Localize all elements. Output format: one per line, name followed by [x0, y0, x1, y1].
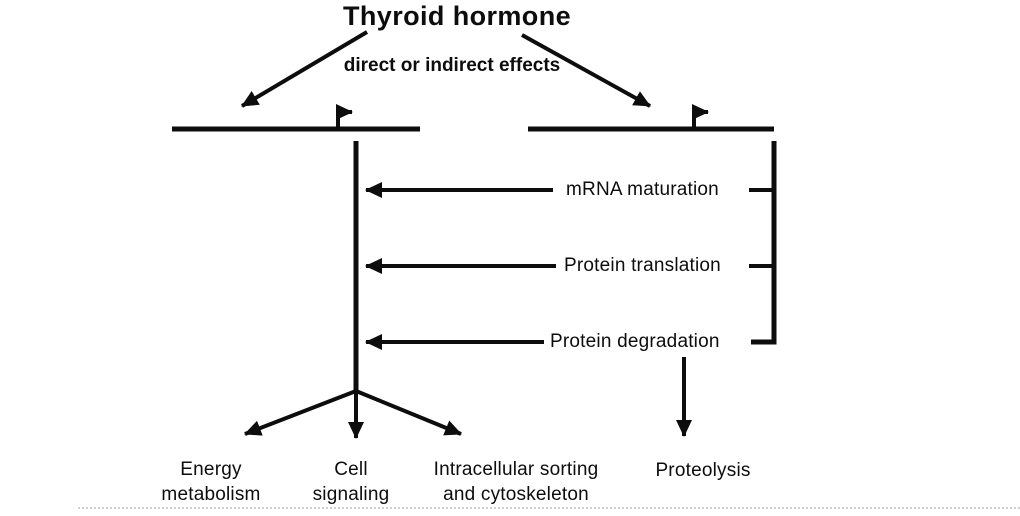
- diagram-subtitle: direct or indirect effects: [343, 55, 561, 76]
- label-proteolysis: Proteolysis: [655, 460, 751, 481]
- label-protein-translation: Protein translation: [564, 255, 721, 276]
- effect-arrow-left: [240, 30, 369, 108]
- label-sorting-line1: Intracellular sorting: [433, 459, 599, 480]
- label-cell-line2: signaling: [312, 484, 390, 505]
- label-protein-degradation: Protein degradation: [550, 331, 720, 352]
- label-intracellular-sorting: Intracellular sorting and cytoskeleton: [405, 457, 627, 507]
- label-energy-metabolism: Energy metabolism: [131, 457, 291, 507]
- promoter-arrow-right-icon: [692, 104, 709, 129]
- scanned-page-edge-line: [78, 507, 1020, 509]
- label-sorting-line2: and cytoskeleton: [443, 484, 589, 505]
- label-cell-line1: Cell: [334, 459, 368, 480]
- label-energy-line1: Energy: [180, 459, 242, 480]
- effect-arrow-right: [521, 33, 651, 108]
- branch-arrow-energy-metabolism: [244, 389, 357, 436]
- label-cell-signaling: Cell signaling: [271, 457, 431, 507]
- branch-arrow-intracellular-sorting: [355, 389, 462, 436]
- label-energy-line2: metabolism: [161, 484, 261, 505]
- regulation-bracket-line: [751, 141, 777, 345]
- diagram-title: Thyroid hormone: [343, 1, 571, 31]
- promoter-arrow-left-icon: [336, 104, 353, 129]
- label-mrna-maturation: mRNA maturation: [566, 179, 719, 200]
